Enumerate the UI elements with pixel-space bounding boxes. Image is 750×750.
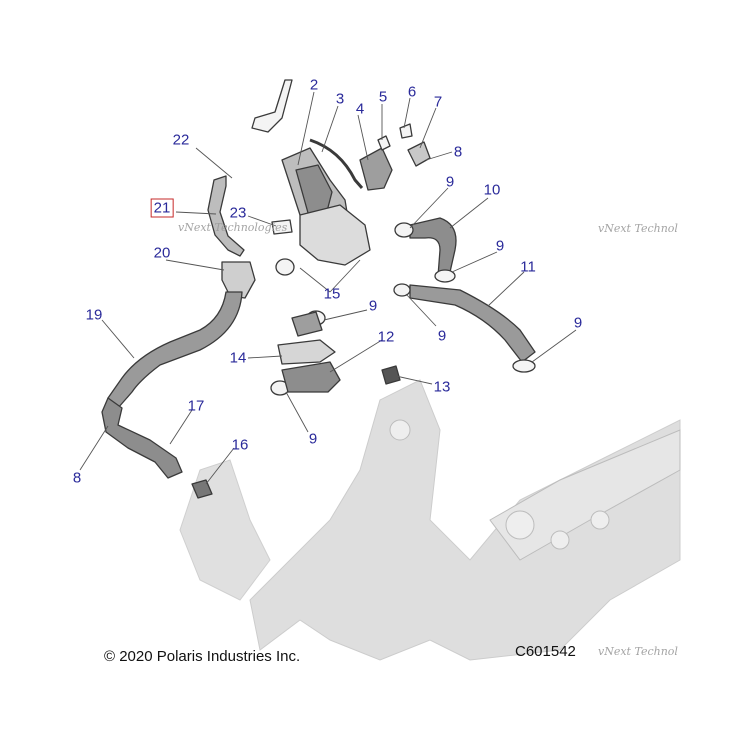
callout-9-center[interactable]: 9 [437,327,447,345]
chassis-frame [179,379,681,661]
callout-9-upper[interactable]: 9 [445,173,455,191]
callout-22[interactable]: 22 [172,131,190,149]
watermark-bottom: vNext Technologies [598,645,678,658]
parts [101,79,536,499]
callout-21-selected[interactable]: 21 [150,198,174,218]
callout-9-far-right[interactable]: 9 [573,314,583,332]
callout-10[interactable]: 10 [483,181,501,199]
callout-7[interactable]: 7 [433,93,443,111]
callout-15[interactable]: 15 [323,285,341,303]
watermark-right: vNext Technologies [598,222,678,235]
callout-8-upper[interactable]: 8 [453,143,463,161]
callout-11[interactable]: 11 [520,258,536,276]
callout-9-lower[interactable]: 9 [308,430,318,448]
callout-14[interactable]: 14 [229,349,247,367]
callout-19[interactable]: 19 [85,306,103,324]
leader-lines [79,91,577,485]
copyright-notice: © 2020 Polaris Industries Inc. [104,648,301,665]
callout-8-lower[interactable]: 8 [72,469,82,487]
callout-6[interactable]: 6 [407,83,417,101]
callout-9-mid[interactable]: 9 [368,297,378,315]
drawing-number: C601542 [515,643,576,660]
callout-13[interactable]: 13 [433,378,451,396]
callout-4[interactable]: 4 [355,100,365,118]
callout-2[interactable]: 2 [309,76,319,94]
callout-20[interactable]: 20 [153,244,171,262]
callout-16[interactable]: 16 [231,436,249,454]
callout-9-right[interactable]: 9 [495,237,505,255]
callout-17[interactable]: 17 [187,397,205,415]
watermark-left: vNext Technologies [178,221,288,234]
callout-5[interactable]: 5 [378,88,388,106]
callout-3[interactable]: 3 [335,90,345,108]
callout-23[interactable]: 23 [229,204,247,222]
callout-12[interactable]: 12 [377,328,395,346]
